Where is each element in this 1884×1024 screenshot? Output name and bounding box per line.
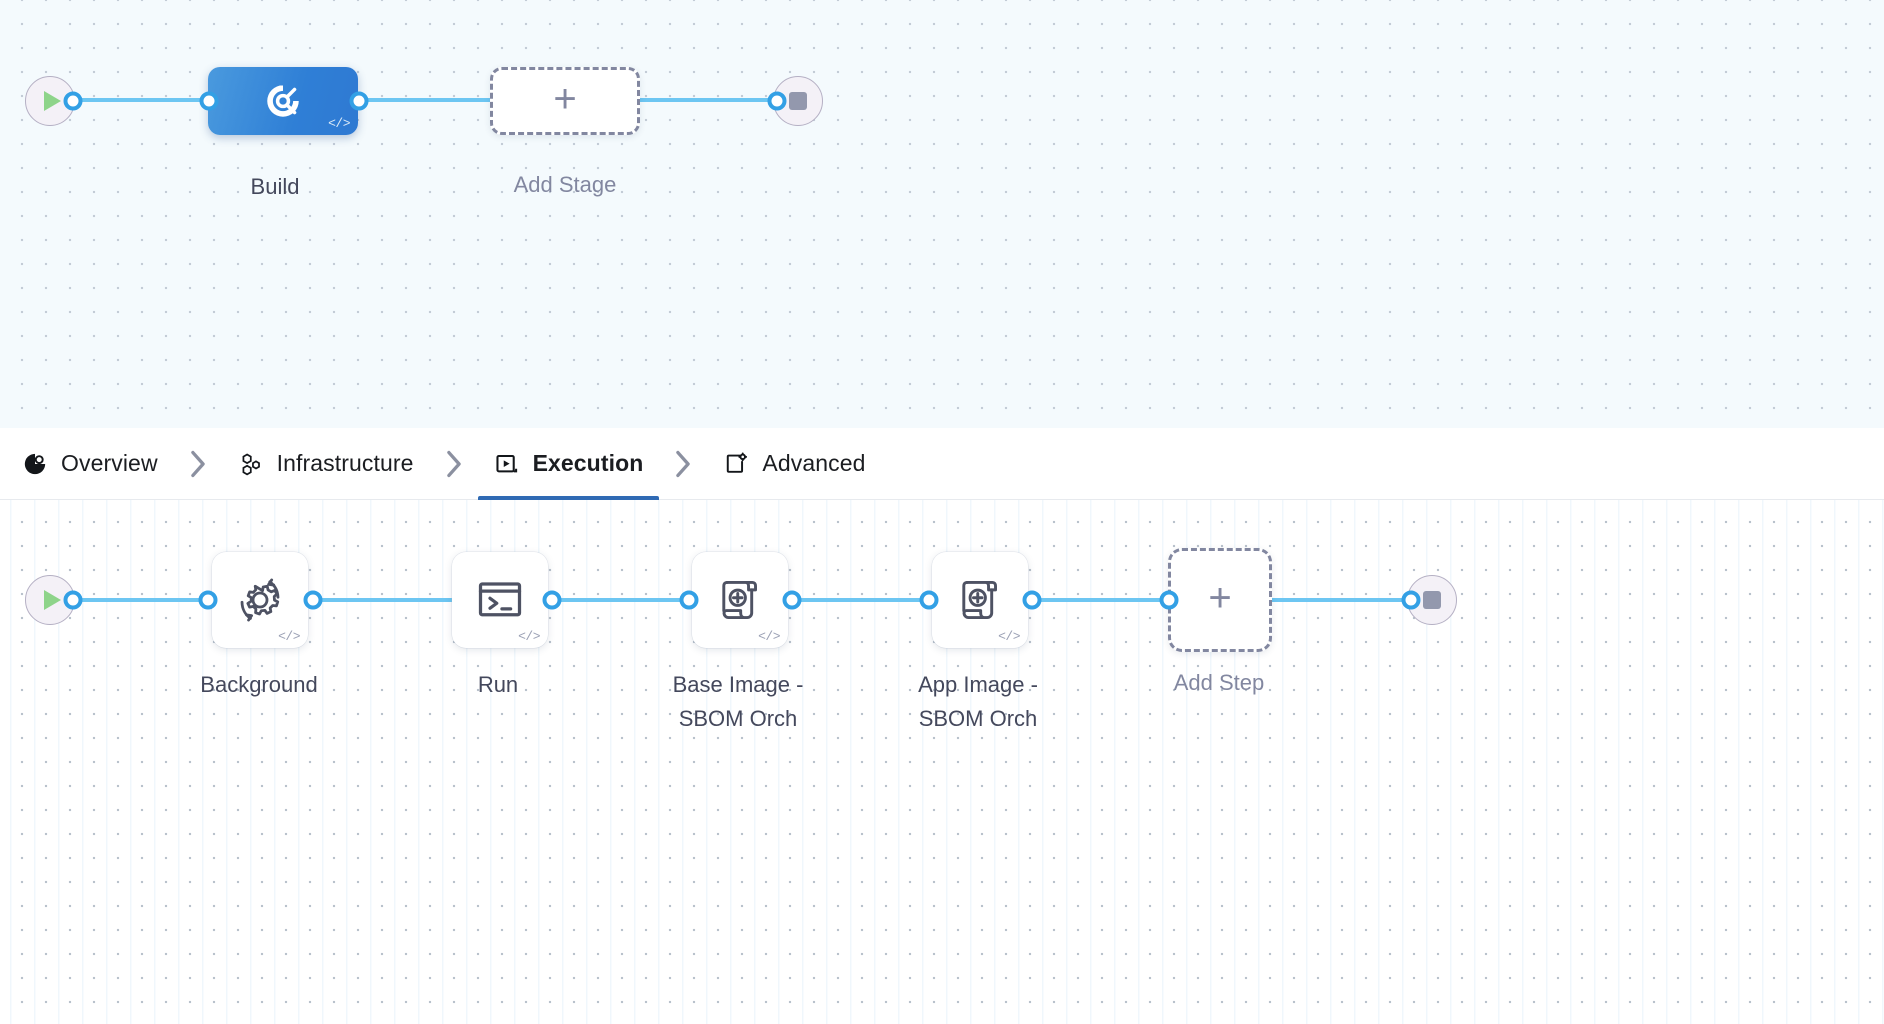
play-icon xyxy=(44,91,61,111)
stage-config-tabbar[interactable]: Overview Infrastructure Execution Adva xyxy=(0,428,1884,500)
code-badge-run[interactable]: </> xyxy=(518,629,540,644)
port-background-in[interactable] xyxy=(198,590,218,610)
edge-appimage-to-addstep xyxy=(1029,598,1171,602)
step-background-box[interactable]: </> xyxy=(212,552,308,648)
stop-icon xyxy=(1423,591,1441,609)
plus-icon: + xyxy=(553,77,577,121)
add-step-box[interactable]: + xyxy=(1168,548,1272,652)
port-exec-start-out[interactable] xyxy=(63,590,83,610)
add-stage-node[interactable]: + xyxy=(490,67,640,135)
port-run-out[interactable] xyxy=(679,590,699,610)
page-gear-icon xyxy=(727,452,748,473)
play-icon xyxy=(44,590,61,610)
port-start-out[interactable] xyxy=(63,91,83,111)
port-app-image-in[interactable] xyxy=(1022,590,1042,610)
code-badge-background[interactable]: </> xyxy=(278,629,300,644)
edge-baseimage-to-appimage xyxy=(789,598,931,602)
tab-separator-2 xyxy=(418,450,490,478)
tab-advanced[interactable]: Advanced xyxy=(719,428,869,500)
code-badge-build[interactable]: </> xyxy=(328,116,350,131)
tab-infrastructure-label: Infrastructure xyxy=(276,450,414,476)
stage-canvas[interactable]: </> Build + Add Stage xyxy=(0,0,1884,428)
port-build-out[interactable] xyxy=(349,91,369,111)
edge-start-to-build xyxy=(72,98,212,102)
plus-icon: + xyxy=(1208,576,1232,620)
edge-background-to-run xyxy=(310,598,452,602)
step-label-background: Background xyxy=(200,672,318,697)
chevron-right-icon xyxy=(676,450,691,477)
edge-build-to-addstage xyxy=(358,98,498,102)
add-step-node[interactable]: + xyxy=(1168,548,1272,652)
tab-execution-label: Execution xyxy=(532,450,644,476)
execution-canvas[interactable]: </> Background </> Run </> xyxy=(0,500,1884,1024)
step-app-image-sbom-box[interactable]: </> xyxy=(932,552,1028,648)
stage-node-build[interactable]: </> xyxy=(208,67,358,135)
tab-overview-label: Overview xyxy=(61,450,158,476)
hexagons-icon xyxy=(242,452,260,475)
tab-separator-1 xyxy=(162,450,234,478)
port-end-in[interactable] xyxy=(767,91,787,111)
scroll-plus-icon xyxy=(962,580,997,620)
step-label-app-image-sbom: App Image - SBOM Orch xyxy=(918,672,1038,731)
step-node-app-image-sbom[interactable]: </> xyxy=(932,552,1028,648)
port-build-in[interactable] xyxy=(199,91,219,111)
step-run-box[interactable]: </> xyxy=(452,552,548,648)
tab-infrastructure[interactable]: Infrastructure xyxy=(234,428,418,500)
stage-label-build: Build xyxy=(250,174,300,199)
build-target-icon xyxy=(267,85,299,117)
tab-overview[interactable]: Overview xyxy=(18,428,162,500)
overview-pie-icon xyxy=(24,453,46,474)
scroll-plus-icon xyxy=(722,580,757,620)
port-exec-end-in[interactable] xyxy=(1401,590,1421,610)
edge-addstep-to-end xyxy=(1272,598,1412,602)
chevron-right-icon xyxy=(190,450,205,477)
gear-refresh-icon xyxy=(240,578,280,622)
tab-separator-3 xyxy=(647,450,719,478)
add-stage-label: Add Stage xyxy=(513,172,617,197)
edge-addstage-to-end xyxy=(640,98,780,102)
add-step-label: Add Step xyxy=(1173,670,1265,695)
tab-advanced-label: Advanced xyxy=(762,450,866,476)
chevron-right-icon xyxy=(446,450,461,477)
tab-execution[interactable]: Execution xyxy=(477,428,660,500)
port-background-out[interactable] xyxy=(303,590,323,610)
step-node-run[interactable]: </> xyxy=(452,552,548,648)
code-badge-app-image-sbom[interactable]: </> xyxy=(998,629,1020,644)
stop-icon xyxy=(789,92,807,110)
port-base-image-out[interactable] xyxy=(919,590,939,610)
edge-start-to-background xyxy=(72,598,212,602)
play-square-icon xyxy=(496,454,517,472)
code-badge-base-image-sbom[interactable]: </> xyxy=(758,629,780,644)
step-label-run: Run xyxy=(477,672,519,697)
execution-start-node[interactable] xyxy=(25,575,75,625)
step-label-base-image-sbom: Base Image - SBOM Orch xyxy=(672,672,804,731)
add-stage-box[interactable]: + xyxy=(490,67,640,135)
terminal-icon xyxy=(478,582,522,617)
port-app-image-out[interactable] xyxy=(1159,590,1179,610)
step-node-background[interactable]: </> xyxy=(212,552,308,648)
step-node-base-image-sbom[interactable]: </> xyxy=(692,552,788,648)
port-base-image-in[interactable] xyxy=(782,590,802,610)
edge-run-to-baseimage xyxy=(549,598,691,602)
stage-build-box[interactable]: </> xyxy=(208,67,358,135)
port-run-in[interactable] xyxy=(542,590,562,610)
step-base-image-sbom-box[interactable]: </> xyxy=(692,552,788,648)
